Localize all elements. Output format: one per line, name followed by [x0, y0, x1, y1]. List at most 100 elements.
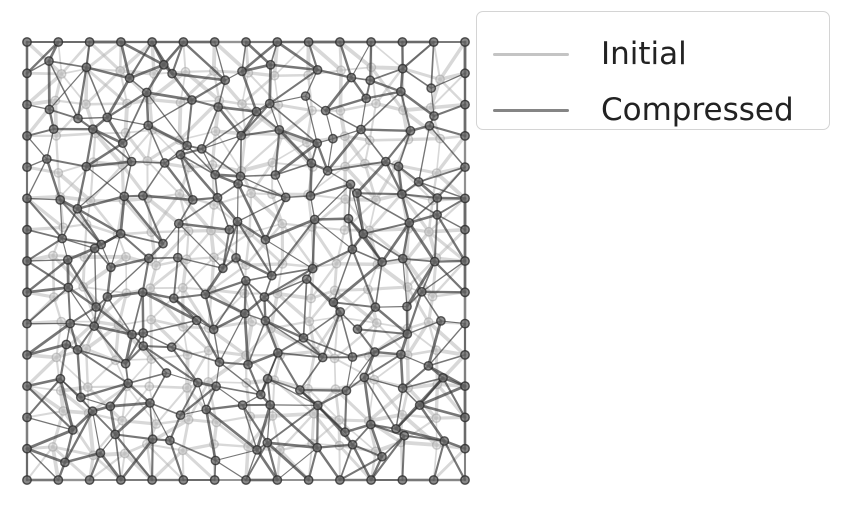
mesh-edge	[147, 384, 189, 390]
mesh-node	[142, 155, 153, 166]
mesh-edge	[218, 361, 262, 396]
mesh-edge	[57, 41, 63, 75]
mesh-edge	[204, 279, 247, 296]
mesh-edge	[186, 98, 193, 147]
mesh-node	[95, 448, 106, 458]
mesh-edge	[119, 40, 131, 80]
mesh-edge	[25, 322, 72, 357]
mesh-node	[22, 193, 32, 204]
mesh-node	[22, 475, 32, 485]
mesh-edge	[335, 228, 346, 265]
mesh-edge	[332, 128, 362, 140]
mesh-edge	[243, 279, 247, 315]
mesh-edge	[60, 40, 91, 76]
mesh-edge	[240, 102, 271, 137]
mesh-node	[89, 243, 100, 254]
mesh-edge	[204, 293, 215, 331]
mesh-node	[178, 475, 189, 485]
mesh-edge	[302, 337, 354, 358]
mesh-edge	[145, 138, 182, 163]
mesh-edge	[148, 257, 189, 290]
mesh-edge	[118, 68, 156, 76]
mesh-edge	[273, 141, 319, 177]
mesh-edge	[149, 402, 182, 416]
mesh-edge	[26, 260, 70, 289]
mesh-node	[330, 384, 341, 395]
mesh-node	[161, 368, 172, 378]
mesh-node	[56, 69, 67, 79]
mesh-edge	[55, 320, 63, 359]
mesh-edge	[106, 296, 133, 336]
mesh-node	[22, 287, 32, 298]
mesh-node	[237, 66, 247, 77]
mesh-node	[346, 72, 357, 83]
mesh-edge	[146, 196, 153, 234]
mesh-edge	[372, 378, 404, 417]
mesh-edge	[374, 261, 383, 309]
mesh-node	[210, 169, 221, 180]
mesh-edge	[265, 441, 311, 482]
mesh-node	[377, 451, 387, 462]
mesh-node	[22, 37, 32, 47]
mesh-edge	[241, 72, 250, 105]
mesh-edge	[276, 103, 314, 112]
mesh-edge	[162, 40, 185, 67]
mesh-edge	[308, 297, 313, 323]
mesh-edge	[76, 348, 127, 365]
mesh-node	[22, 99, 32, 110]
mesh-edge	[369, 423, 406, 437]
mesh-node	[262, 437, 273, 448]
mesh-edge	[362, 233, 404, 260]
mesh-node	[317, 352, 328, 363]
mesh-edge	[25, 40, 64, 76]
mesh-edge	[58, 194, 93, 203]
mesh-edge	[263, 267, 314, 298]
mesh-edge	[305, 109, 314, 144]
mesh-edge	[76, 207, 103, 246]
mesh-node	[145, 398, 155, 408]
mesh-edge	[141, 291, 176, 300]
mesh-edge	[426, 320, 467, 357]
legend-swatch-compressed	[493, 108, 569, 112]
mesh-edge	[270, 267, 314, 277]
mesh-edge	[26, 228, 64, 240]
mesh-node	[336, 65, 346, 76]
mesh-edge	[333, 316, 339, 360]
mesh-edge	[212, 256, 248, 267]
mesh-edge	[76, 195, 126, 211]
mesh-edge	[236, 220, 273, 277]
mesh-edge	[114, 433, 154, 441]
mesh-edge	[344, 139, 371, 168]
mesh-edge	[271, 379, 276, 417]
mesh-edge	[427, 322, 466, 367]
mesh-node	[303, 37, 314, 47]
mesh-edge	[443, 439, 467, 482]
mesh-edge	[309, 170, 329, 197]
mesh-edge	[181, 256, 215, 289]
mesh-edge	[268, 63, 273, 105]
mesh-edge	[384, 160, 404, 196]
mesh-node	[84, 37, 95, 47]
mesh-edge	[268, 403, 319, 449]
mesh-node	[413, 176, 424, 187]
mesh-edge	[369, 79, 403, 93]
mesh-node	[252, 444, 262, 455]
mesh-node	[426, 83, 437, 94]
mesh-node	[117, 138, 128, 149]
mesh-node	[210, 455, 221, 466]
mesh-edge	[399, 353, 405, 390]
mesh-edge	[54, 132, 97, 138]
mesh-node	[55, 373, 66, 384]
mesh-edge	[310, 412, 316, 445]
mesh-node	[147, 434, 158, 445]
mesh-node	[460, 287, 470, 298]
mesh-node	[402, 301, 412, 312]
mesh-edge	[401, 193, 438, 216]
mesh-edge	[333, 262, 338, 292]
mesh-edge	[434, 228, 467, 260]
mesh-edge	[400, 193, 411, 224]
mesh-edge	[142, 162, 166, 197]
mesh-edge	[185, 229, 213, 261]
mesh-node	[84, 475, 95, 485]
mesh-edge	[145, 91, 194, 102]
